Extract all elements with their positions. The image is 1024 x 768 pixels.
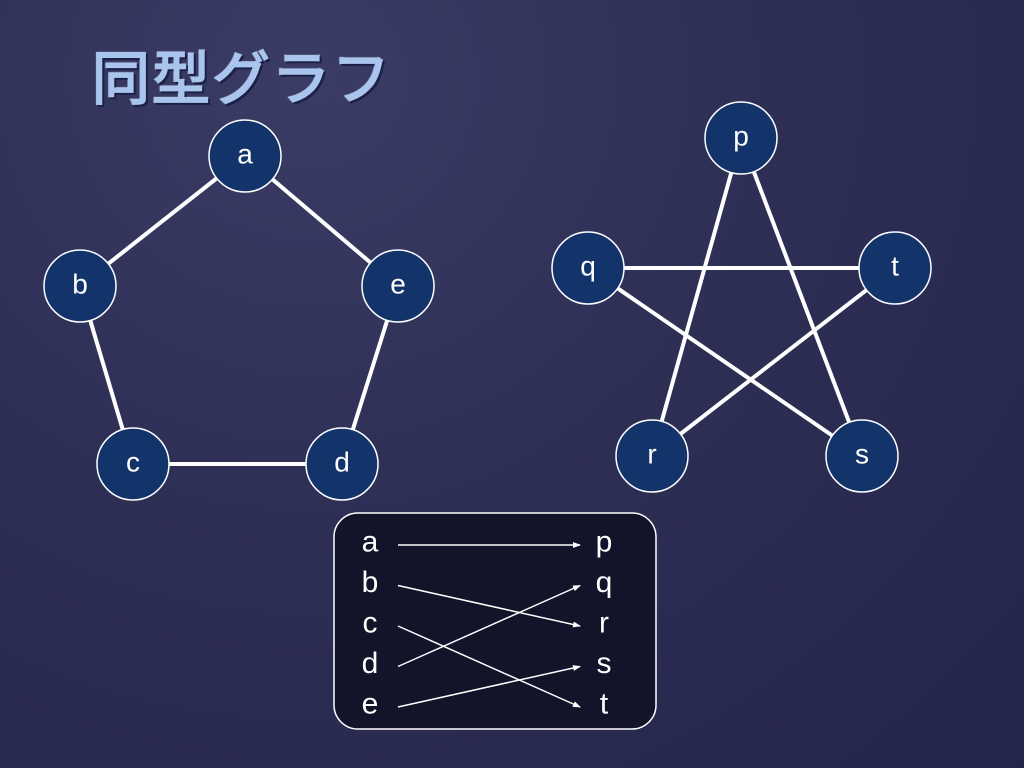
left-graph-edges [78, 154, 400, 466]
right-edge-r-t [650, 266, 897, 458]
right-node-circle-r [615, 419, 689, 493]
mapping-arrow-c-t [397, 625, 581, 708]
mapping-box-frame [333, 512, 657, 730]
right-node-t: t [858, 231, 932, 305]
right-graph-nodes: p q r s t [551, 101, 932, 493]
mapping-left-e: e [362, 688, 379, 721]
left-node-circle-a [208, 119, 282, 193]
mapping-arrow-d-q [397, 584, 581, 668]
right-node-r: r [615, 419, 689, 493]
right-node-circle-p [704, 101, 778, 175]
mapping-right-q: q [596, 566, 613, 599]
right-node-circle-s [825, 419, 899, 493]
mapping-arrow-b-r [397, 584, 581, 628]
left-node-circle-b [43, 249, 117, 323]
mapping-arrow-e-s [397, 665, 581, 708]
right-node-circle-q [551, 231, 625, 305]
left-node-circle-d [305, 427, 379, 501]
right-node-label-t: t [891, 251, 899, 282]
left-node-label-e: e [390, 269, 406, 300]
left-node-label-b: b [72, 269, 88, 300]
right-node-p: p [704, 101, 778, 175]
left-graph-nodes: a b c d e [43, 119, 435, 501]
left-node-circle-c [96, 427, 170, 501]
right-node-q: q [551, 231, 625, 305]
slide-title: 同型グラフ [92, 45, 393, 113]
left-node-a: a [208, 119, 282, 193]
mapping-left-d: d [362, 647, 379, 680]
right-node-label-q: q [580, 251, 596, 282]
left-node-circle-e [361, 249, 435, 323]
mapping-right-p: p [596, 526, 613, 559]
mapping-right-s: s [597, 647, 612, 680]
mapping-right-t: t [600, 688, 609, 721]
right-edge-p-r [650, 137, 743, 457]
left-node-label-c: c [126, 447, 140, 478]
mapping-left-b: b [362, 566, 379, 599]
mapping-left-a: a [362, 526, 379, 559]
right-node-circle-t [858, 231, 932, 305]
right-node-label-s: s [855, 439, 869, 470]
left-node-e: e [361, 249, 435, 323]
left-node-label-a: a [237, 139, 253, 170]
left-node-c: c [96, 427, 170, 501]
right-node-label-p: p [733, 121, 749, 152]
right-edge-s-p [739, 137, 864, 457]
left-node-d: d [305, 427, 379, 501]
right-edge-q-s [586, 266, 864, 458]
right-node-label-r: r [647, 439, 656, 470]
right-node-s: s [825, 419, 899, 493]
right-graph-edges [586, 137, 897, 458]
left-node-b: b [43, 249, 117, 323]
mapping-right-r: r [599, 607, 609, 640]
mapping-left-c: c [363, 607, 378, 640]
mapping-arrows [397, 542, 581, 708]
left-node-label-d: d [334, 447, 350, 478]
